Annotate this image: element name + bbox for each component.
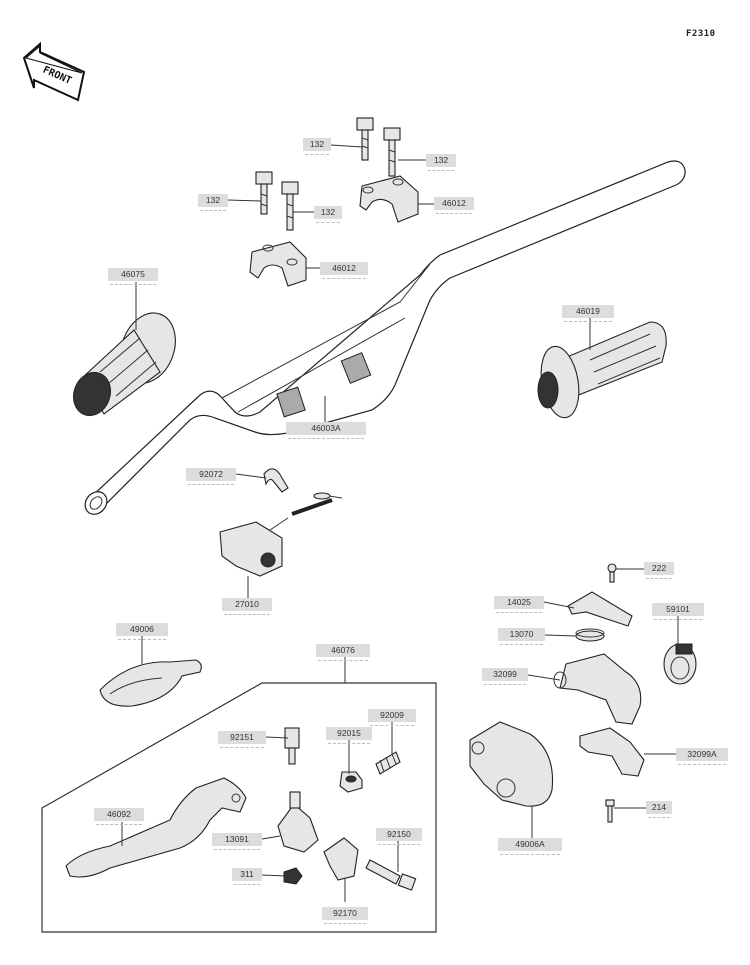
label-13070[interactable]: 13070 <box>498 628 545 645</box>
label-46012-b[interactable]: 46012 <box>320 262 368 279</box>
screw-222[interactable] <box>607 563 617 583</box>
label-32099[interactable]: 32099 <box>482 668 528 685</box>
label-27010[interactable]: 27010 <box>222 598 272 615</box>
label-92151[interactable]: 92151 <box>218 731 266 748</box>
nut-92015[interactable] <box>339 771 363 793</box>
clamp-46012-lower[interactable] <box>249 241 307 287</box>
label-92170[interactable]: 92170 <box>322 907 368 924</box>
clamp-92170[interactable] <box>323 837 359 881</box>
bolt-132-a[interactable] <box>356 117 374 161</box>
label-132-d[interactable]: 132 <box>314 206 342 223</box>
label-222[interactable]: 222 <box>644 562 674 579</box>
label-46075[interactable]: 46075 <box>108 268 158 285</box>
bolt-132-b[interactable] <box>383 127 401 177</box>
bolt-132-c[interactable] <box>255 171 273 215</box>
label-46003A[interactable]: 46003A <box>286 422 366 439</box>
label-311[interactable]: 311 <box>232 868 262 885</box>
grip-right-46019[interactable] <box>536 321 667 421</box>
grip-left-46075[interactable] <box>68 305 185 421</box>
bracket-13091[interactable] <box>277 791 319 853</box>
handlebar[interactable] <box>81 160 686 519</box>
nut-311[interactable] <box>283 867 303 885</box>
lever-guard-49006[interactable] <box>99 659 202 707</box>
label-32099A[interactable]: 32099A <box>676 748 728 765</box>
label-14025[interactable]: 14025 <box>494 596 544 613</box>
label-92009[interactable]: 92009 <box>368 709 416 726</box>
bolt-92150[interactable] <box>365 859 417 891</box>
label-46019[interactable]: 46019 <box>562 305 614 322</box>
label-46076[interactable]: 46076 <box>316 644 370 661</box>
lever-46092[interactable] <box>65 777 247 878</box>
throttle-housing-32099[interactable] <box>553 653 642 725</box>
clamp-46012-upper[interactable] <box>359 175 419 223</box>
figure-code: F2310 <box>686 29 716 39</box>
front-arrow-icon: FRONT <box>22 41 86 102</box>
label-49006[interactable]: 49006 <box>116 623 168 640</box>
clamp-13070[interactable] <box>575 628 605 642</box>
bolt-132-d[interactable] <box>281 181 299 231</box>
throttle-housing-cap-32099A[interactable] <box>579 727 645 777</box>
cover-49006A[interactable] <box>469 721 554 807</box>
label-46012-a[interactable]: 46012 <box>434 197 474 214</box>
label-59101[interactable]: 59101 <box>652 603 704 620</box>
label-214[interactable]: 214 <box>646 801 672 818</box>
bolt-92151[interactable] <box>284 727 300 765</box>
label-49006A[interactable]: 49006A <box>498 838 562 855</box>
label-92072[interactable]: 92072 <box>186 468 236 485</box>
lever-assembly-box <box>41 682 437 933</box>
label-132-a[interactable]: 132 <box>303 138 331 155</box>
screw-214[interactable] <box>605 799 615 823</box>
retainer-59101[interactable] <box>663 643 697 685</box>
clip-92072[interactable] <box>263 468 289 493</box>
label-13091[interactable]: 13091 <box>212 833 262 850</box>
label-132-b[interactable]: 132 <box>426 154 456 171</box>
plate-14025[interactable] <box>567 591 633 627</box>
switch-27010[interactable] <box>219 492 343 577</box>
label-46092[interactable]: 46092 <box>94 808 144 825</box>
label-92150[interactable]: 92150 <box>376 828 422 845</box>
label-132-c[interactable]: 132 <box>198 194 228 211</box>
leader-lines <box>121 144 679 902</box>
screw-92009[interactable] <box>375 751 401 775</box>
label-92015[interactable]: 92015 <box>326 727 372 744</box>
